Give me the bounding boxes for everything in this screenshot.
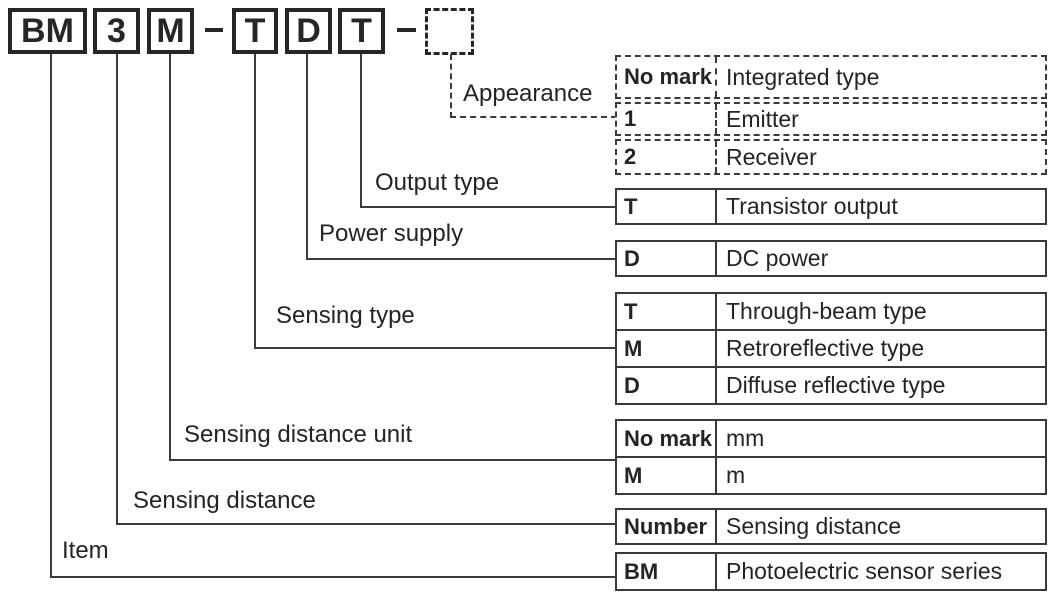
code-box-sensing-distance-unit-label: M: [156, 11, 185, 50]
code-box-sensing-distance-label: 3: [107, 11, 126, 50]
code-box-output-type: T: [338, 8, 385, 54]
table-row: T Transistor output: [617, 190, 1045, 223]
label-sensing-distance-unit: Sensing distance unit: [184, 421, 413, 448]
sensing-distance-table: Number Sensing distance: [615, 508, 1047, 545]
appearance-table-row: No mark Integrated type: [615, 55, 1047, 99]
sensing-distance-code: Number: [617, 510, 717, 543]
unit-code: M: [617, 458, 717, 493]
item-table: BM Photoelectric sensor series: [615, 552, 1047, 591]
connector-sensing-type-hline: [254, 347, 617, 349]
unit-code: No mark: [617, 421, 717, 456]
label-sensing-distance: Sensing distance: [133, 487, 316, 514]
output-type-code: T: [617, 190, 717, 223]
label-sensing-type: Sensing type: [276, 302, 415, 329]
label-power-supply: Power supply: [319, 220, 464, 247]
connector-power-supply-hline: [306, 258, 617, 260]
table-row: D DC power: [617, 242, 1045, 275]
connector-sensing-distance-unit-vline: [169, 54, 171, 461]
power-supply-code: D: [617, 242, 717, 275]
table-row: M Retroreflective type: [617, 329, 1045, 366]
item-code: BM: [617, 554, 717, 589]
appearance-code: 2: [617, 141, 717, 173]
sensing-type-code: D: [617, 368, 717, 403]
code-box-sensing-type: T: [232, 8, 278, 54]
code-box-sensing-distance: 3: [93, 8, 140, 54]
table-row: T Through-beam type: [617, 294, 1045, 329]
sensing-type-table: T Through-beam type M Retroreflective ty…: [615, 292, 1047, 405]
sensing-type-desc: Retroreflective type: [726, 335, 925, 361]
output-type-table: T Transistor output: [615, 188, 1047, 225]
code-box-output-type-label: T: [351, 11, 372, 50]
appearance-table-row: 2 Receiver: [615, 139, 1047, 175]
power-supply-desc: DC power: [726, 245, 829, 271]
label-output-type: Output type: [375, 169, 500, 196]
code-box-power-supply: D: [285, 8, 332, 54]
appearance-desc: Emitter: [726, 105, 799, 132]
table-row: Number Sensing distance: [617, 510, 1045, 543]
sensing-type-code: M: [617, 331, 717, 366]
connector-output-type-hline: [360, 206, 617, 208]
code-box-item: BM: [8, 8, 87, 54]
output-type-desc: Transistor output: [726, 193, 898, 219]
connector-item-hline: [50, 576, 617, 578]
connector-sensing-type-vline: [254, 54, 256, 349]
appearance-table-row: 1 Emitter: [615, 102, 1047, 136]
appearance-code: No mark: [617, 57, 717, 97]
appearance-desc: Receiver: [726, 143, 817, 170]
connector-appearance-hline: [450, 116, 617, 118]
connector-sensing-distance-unit-hline: [169, 459, 617, 461]
sensing-type-desc: Diffuse reflective type: [726, 372, 946, 398]
sensing-distance-unit-table: No mark mm M m: [615, 419, 1047, 495]
code-box-power-supply-label: D: [296, 11, 321, 50]
table-row: No mark mm: [617, 421, 1045, 456]
appearance-desc: Integrated type: [726, 63, 880, 90]
table-row: M m: [617, 456, 1045, 493]
code-box-sensing-distance-unit: M: [147, 8, 194, 54]
separator-dash-icon: [397, 28, 416, 32]
unit-desc: mm: [726, 425, 765, 451]
connector-item-vline: [50, 54, 52, 578]
table-row: D Diffuse reflective type: [617, 366, 1045, 403]
connector-appearance-vline: [450, 54, 452, 118]
sensing-distance-desc: Sensing distance: [726, 513, 902, 539]
appearance-code: 1: [617, 104, 717, 134]
code-box-item-label: BM: [21, 11, 74, 50]
appearance-blank-box: [425, 8, 474, 55]
label-appearance: Appearance: [463, 80, 593, 107]
item-desc: Photoelectric sensor series: [726, 558, 1003, 584]
connector-sensing-distance-vline: [116, 54, 118, 525]
connector-output-type-vline: [360, 54, 362, 208]
table-row: BM Photoelectric sensor series: [617, 554, 1045, 589]
connector-power-supply-vline: [306, 54, 308, 260]
label-item: Item: [62, 537, 109, 564]
sensing-type-desc: Through-beam type: [726, 298, 927, 324]
connector-sensing-distance-hline: [116, 523, 617, 525]
power-supply-table: D DC power: [615, 240, 1047, 277]
sensing-type-code: T: [617, 294, 717, 329]
code-box-sensing-type-label: T: [244, 11, 266, 50]
unit-desc: m: [726, 462, 746, 488]
separator-dash-icon: [205, 28, 223, 32]
